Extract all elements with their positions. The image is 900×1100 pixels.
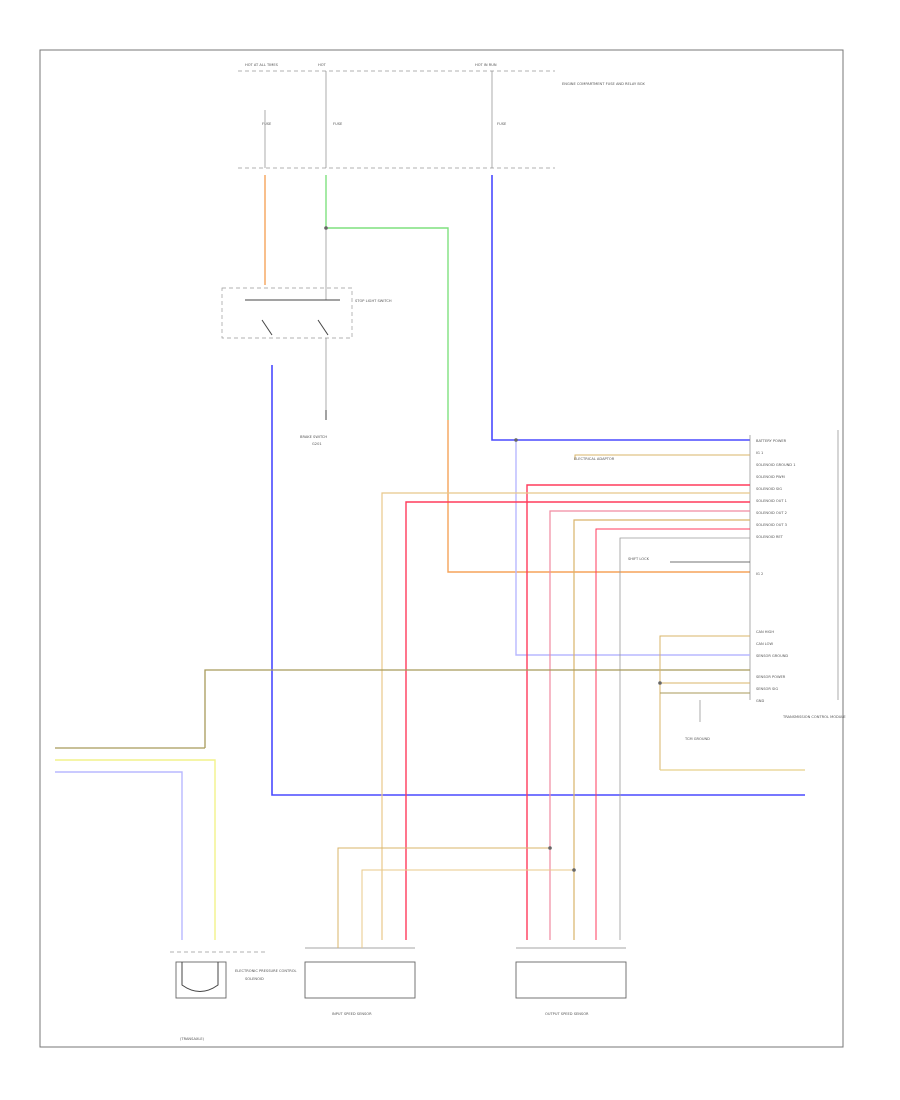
tcm-pin-13: SENSOR POWER bbox=[756, 675, 786, 679]
tcm-pin-3: SOLENOID PWM bbox=[756, 475, 785, 479]
tcm-pin-12: SENSOR GROUND bbox=[756, 654, 788, 658]
tcm-title: TRANSMISSION CONTROL MODULE bbox=[782, 715, 846, 719]
fuse-2-label: FUSE bbox=[333, 122, 343, 126]
fuse-panel-label: ENGINE COMPARTMENT FUSE AND RELAY BOX bbox=[562, 82, 645, 86]
tcm-pin-11: CAN LOW bbox=[756, 642, 774, 646]
tcm-pin-14: SENSOR SIG bbox=[756, 687, 778, 691]
tcm-pin-7: SOLENOID OUT 3 bbox=[756, 523, 787, 527]
stop-light-switch-box bbox=[221, 287, 353, 339]
wire-tan-sensor-a bbox=[337, 847, 550, 948]
wire-green bbox=[325, 175, 449, 420]
wire-blue-lavender bbox=[515, 440, 750, 656]
junction-dot bbox=[548, 846, 552, 850]
tcm-pin-2: SOLENOID GROUND 1 bbox=[756, 463, 796, 467]
tcm-pin-10: CAN HIGH bbox=[756, 630, 774, 634]
hot-label: HOT bbox=[318, 63, 327, 67]
wire-tan-2 bbox=[381, 492, 750, 940]
wire-yellow-left bbox=[55, 759, 216, 940]
wire-pink-2 bbox=[549, 510, 750, 940]
wire-blue-main bbox=[491, 175, 750, 441]
shift-lock-label: SHIFT LOCK bbox=[628, 557, 650, 561]
tcm-ground-label: TCM GROUND bbox=[684, 737, 710, 741]
input-speed-sensor-label: INPUT SPEED SENSOR bbox=[332, 1012, 372, 1016]
junction-dot bbox=[514, 438, 518, 442]
tcm-pin-1: IG 1 bbox=[756, 451, 763, 455]
wire-olive-long bbox=[204, 669, 750, 748]
tcm-pin-5: SOLENOID OUT 1 bbox=[756, 499, 787, 503]
brake-ground-sub: G201 bbox=[312, 442, 322, 446]
wire-red-1 bbox=[405, 501, 750, 940]
solenoid-coil bbox=[181, 962, 219, 992]
brake-ground-label: BRAKE SWITCH bbox=[300, 435, 327, 439]
tcm-pin-15: GND bbox=[756, 699, 764, 703]
transaxle-label: (TRANSAXLE) bbox=[180, 1037, 205, 1041]
wire-lavender-left bbox=[55, 771, 183, 940]
hot-in-run-label: HOT IN RUN bbox=[475, 63, 497, 67]
switch-contact-1 bbox=[261, 319, 273, 336]
wire-orange-shift bbox=[447, 420, 750, 573]
tcm-pin-0: BATTERY POWER bbox=[756, 439, 787, 443]
output-speed-sensor-box bbox=[515, 961, 627, 999]
junction-dot bbox=[572, 868, 576, 872]
tcm-pin-4: SOLENOID SIG bbox=[756, 487, 782, 491]
hot-at-all-times-label: HOT AT ALL TIMES bbox=[245, 63, 279, 67]
wire-red-2 bbox=[595, 528, 750, 940]
wire-tan-top bbox=[574, 454, 750, 460]
fuse-3-label: FUSE bbox=[497, 122, 507, 126]
diagram-frame bbox=[39, 49, 844, 1048]
tcm-pin-8: SOLENOID RET bbox=[756, 535, 784, 539]
output-speed-sensor-label: OUTPUT SPEED SENSOR bbox=[545, 1012, 589, 1016]
wire-tan-3 bbox=[573, 519, 750, 940]
solenoid-label: ELECTRONIC PRESSURE CONTROL bbox=[235, 969, 297, 973]
tcm-pin-labels: BATTERY POWER IG 1 SOLENOID GROUND 1 SOL… bbox=[756, 439, 796, 703]
switch-contact-2 bbox=[317, 319, 329, 336]
fuse-1-label: FUSE bbox=[262, 122, 272, 126]
wire-pink-1 bbox=[526, 484, 750, 940]
junction-dot bbox=[658, 681, 662, 685]
elec-adapter-label: ELECTRICAL ADAPTOR bbox=[574, 457, 615, 461]
tcm-pin-9: IG 2 bbox=[756, 572, 763, 576]
solenoid-box bbox=[175, 961, 227, 999]
wire-gray-tcm bbox=[619, 537, 750, 940]
power-labels: HOT AT ALL TIMES HOT HOT IN RUN ENGINE C… bbox=[245, 63, 645, 126]
wire-blue-left bbox=[271, 365, 805, 796]
wire-tan-sensor-b bbox=[361, 869, 574, 948]
solenoid-sub: SOLENOID bbox=[245, 977, 264, 981]
tcm-pin-6: SOLENOID OUT 2 bbox=[756, 511, 787, 515]
wire-tan-long bbox=[659, 635, 750, 770]
input-speed-sensor-box bbox=[304, 961, 416, 999]
brake-switch-label: STOP LIGHT SWITCH bbox=[355, 299, 392, 303]
junction-dot bbox=[324, 226, 328, 230]
